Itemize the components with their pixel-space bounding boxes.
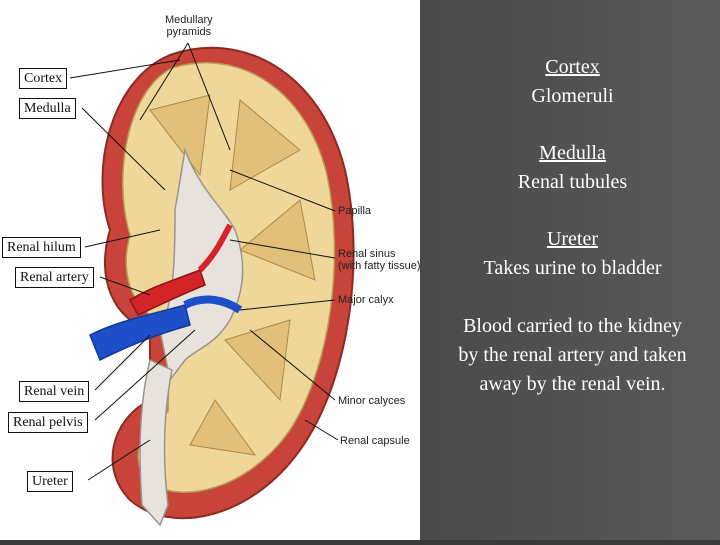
note-ureter-text: Takes urine to bladder bbox=[483, 257, 662, 279]
note-cortex: Cortex Glomeruli bbox=[425, 53, 720, 111]
label-cortex: Cortex bbox=[19, 68, 68, 89]
label-ureter: Ureter bbox=[27, 471, 73, 492]
renal-artery-shape bbox=[129, 269, 206, 316]
printed-renal-sinus-line1: Renal sinus bbox=[338, 248, 396, 260]
note-medulla: Medulla Renal tubules bbox=[425, 139, 720, 197]
leader-lines bbox=[69, 42, 339, 481]
note-medulla-text: Renal tubules bbox=[517, 171, 628, 193]
label-renal-pelvis: Renal pelvis bbox=[8, 412, 88, 433]
printed-papilla: Papilla bbox=[338, 205, 372, 217]
label-renal-hilum: Renal hilum bbox=[2, 237, 81, 258]
label-renal-artery: Renal artery bbox=[15, 267, 94, 288]
printed-renal-sinus: Renal sinus (with fatty tissue) bbox=[338, 248, 421, 272]
pyramid-4 bbox=[224, 319, 291, 402]
printed-medullary-pyramids: Medullary pyramids bbox=[165, 14, 213, 38]
pyramid-1 bbox=[149, 94, 211, 177]
note-blood: Blood carried to the kidney by the renal… bbox=[425, 312, 720, 399]
kidney-diagram: Cortex Medulla Renal hilum Renal artery … bbox=[2, 0, 421, 540]
pyramid-5 bbox=[189, 399, 257, 456]
printed-minor-calyces: Minor calyces bbox=[338, 395, 406, 407]
note-ureter-title: Ureter bbox=[546, 228, 599, 250]
printed-major-calyx: Major calyx bbox=[338, 294, 394, 306]
printed-renal-capsule: Renal capsule bbox=[340, 435, 410, 447]
printed-medullary-line1: Medullary bbox=[165, 14, 213, 26]
note-medulla-title: Medulla bbox=[539, 142, 606, 164]
notes-panel: Cortex Glomeruli Medulla Renal tubules U… bbox=[425, 0, 720, 540]
printed-renal-sinus-line2: (with fatty tissue) bbox=[338, 260, 421, 272]
ureter-shape bbox=[139, 358, 173, 527]
pyramid-3 bbox=[239, 199, 316, 281]
renal-artery-branch bbox=[197, 223, 233, 273]
note-cortex-text: Glomeruli bbox=[531, 85, 614, 107]
printed-medullary-line2: pyramids bbox=[166, 26, 212, 38]
kidney-illustration bbox=[55, 0, 420, 540]
label-medulla: Medulla bbox=[19, 98, 76, 119]
note-cortex-title: Cortex bbox=[545, 56, 600, 78]
renal-vein-shape bbox=[89, 304, 191, 362]
note-blood-text: Blood carried to the kidney by the renal… bbox=[458, 315, 687, 395]
note-ureter: Ureter Takes urine to bladder bbox=[425, 225, 720, 283]
label-renal-vein: Renal vein bbox=[19, 381, 90, 402]
pyramid-2 bbox=[229, 99, 301, 191]
renal-vein-branch bbox=[183, 295, 243, 314]
